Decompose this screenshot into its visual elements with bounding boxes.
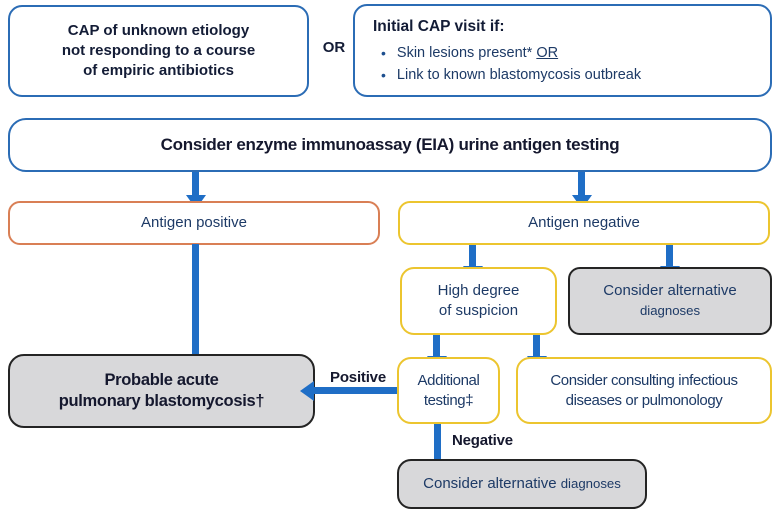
box-high-degree-suspicion: High degree of suspicion	[400, 267, 557, 335]
bullet-dot-icon: •	[381, 67, 386, 83]
box-consider-alternative-diagnoses-bottom: Consider alternative diagnoses	[397, 459, 647, 509]
or-label: OR	[322, 39, 346, 56]
consider-alternative-line1: Consider alternative	[603, 282, 737, 299]
box-initial-cap-visit: Initial CAP visit if: • Skin lesions pre…	[353, 4, 772, 97]
box-consider-consulting: Consider consulting infectious diseases …	[516, 357, 772, 424]
consider-alternative-line2: diagnoses	[639, 303, 701, 318]
box-consider-alternative-diagnoses-top: Consider alternative diagnoses	[568, 267, 772, 335]
box-antigen-positive: Antigen positive	[8, 201, 380, 245]
consider-alternative-bottom-text: Consider alternative diagnoses	[423, 475, 621, 492]
negative-arrow-label: Negative	[452, 432, 513, 449]
box-eia-urine-antigen-testing: Consider enzyme immunoassay (EIA) urine …	[8, 118, 772, 172]
initial-visit-title: Initial CAP visit if:	[373, 18, 505, 35]
box-cap-etiology: CAP of unknown etiology not responding t…	[8, 5, 309, 97]
box-additional-testing: Additional testing‡	[397, 357, 500, 424]
bullet-text: Link to known blastomycosis outbreak	[396, 67, 642, 83]
box-probable-pulmonary-blastomycosis: Probable acute pulmonary blastomycosis†	[8, 354, 315, 428]
bullet-item-outbreak: • Link to known blastomycosis outbreak	[372, 64, 641, 86]
positive-arrow-label: Positive	[330, 369, 386, 386]
bullet-item-skin-lesions: • Skin lesions present* OR	[372, 42, 558, 64]
box-antigen-negative: Antigen negative	[398, 201, 770, 245]
bullet-text: Skin lesions present* OR	[396, 45, 559, 61]
bullet-dot-icon: •	[381, 45, 386, 61]
